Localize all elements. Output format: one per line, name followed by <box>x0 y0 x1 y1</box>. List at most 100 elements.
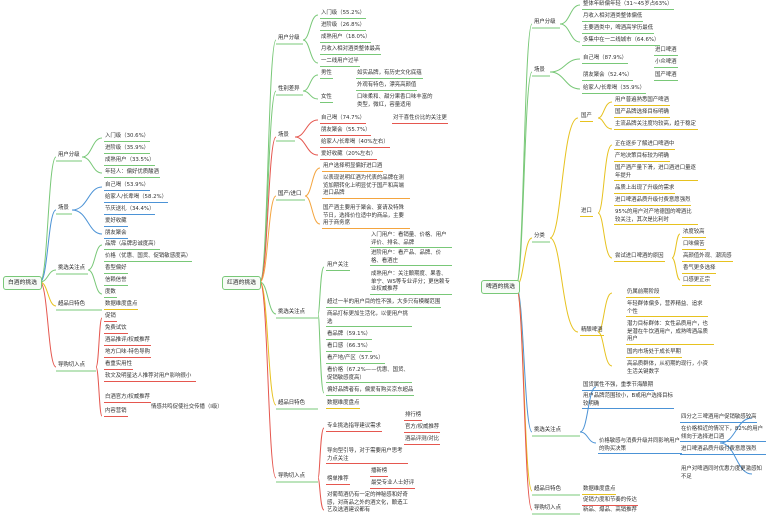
leaf: 导向型引导，对于需要用户思考力点关注 <box>326 448 408 465</box>
leaf: 浓度较高 <box>682 229 706 238</box>
leaf: 主要酒类中，啤酒高学历最低 <box>582 25 655 34</box>
leaf: 仍属前期阶段 <box>626 289 661 298</box>
leaf: 用户选择明显偏好进口酒 <box>322 163 384 172</box>
leaf: 成熟用户：关注酿期度、果香、单宁、WS等专业评分；更信赖专业权威推荐 <box>370 271 452 295</box>
leaf: 潜力目标群体：女性品质用户，也是潜在牛饮酒用户，成熟啤酒品质用户 <box>626 321 714 345</box>
leaf: 超过一半的用户目的性不强，大多只有模糊范围 <box>326 299 442 308</box>
leaf: 朋友聚会 <box>104 230 128 239</box>
leaf: 爱好收藏 <box>104 218 128 227</box>
leaf: 专业挑选指导建议需求 <box>326 423 382 432</box>
leaf: 酒品推评/权威推荐 <box>104 337 151 346</box>
leaf: 在价格相近的情况下，82%的用户倾向于选择进口酒 <box>680 426 766 443</box>
branch-origin[interactable]: 国产/进口 <box>278 191 302 197</box>
branch-focus[interactable]: 挑选关注点 <box>58 265 85 271</box>
leaf: 价格敏感与消费升级并同影响用户的购买决策 <box>598 438 682 455</box>
branch-focus[interactable]: 挑选关注点 <box>278 309 305 315</box>
branch-user-level[interactable]: 用户分级 <box>534 19 556 25</box>
leaf: 用户普遍熟悉国产啤酒 <box>614 97 670 106</box>
leaf: 国内市场处于成长早期 <box>626 349 682 358</box>
leaf: 价格（优惠、国货、促销敏感度高） <box>104 253 193 262</box>
leaf: 数据维度盘点 <box>104 301 139 310</box>
leaf: 进口啤酒品质升级付费意愿强烈 <box>680 446 766 455</box>
leaf: 主流品牌关注度均较高，趋于稳定 <box>614 121 698 130</box>
leaf: 信赖信誉 <box>104 277 128 286</box>
leaf: 新品、爆品、高销推荐 <box>583 507 637 513</box>
leaf: 精酿啤酒 <box>580 327 604 336</box>
leaf: 朋友聚会（55.7%） <box>320 127 372 136</box>
branch-superday[interactable]: 超品日特色 <box>278 400 305 406</box>
branch-user-level[interactable]: 用户分级 <box>278 35 300 41</box>
leaf: 男性 <box>320 70 333 79</box>
leaf: 国产品牌选择目标明确 <box>614 109 670 118</box>
leaf: 进阶级（26.8%） <box>320 22 367 31</box>
leaf: 小众啤酒 <box>654 59 678 68</box>
leaf: 酒品评测/对比 <box>404 436 441 445</box>
leaf: 口味柔和、甜分果香口味丰富的类型，微红，容量适用 <box>357 94 433 108</box>
leaf: 国产酒产量下滑，进口酒进口量逐年提升 <box>614 165 698 182</box>
leaf: 品牌（品牌忠诚度高） <box>104 241 160 250</box>
branch-category[interactable]: 分类 <box>534 233 545 239</box>
leaf: 国货属性不强，重季节海酿期 <box>582 382 655 391</box>
leaf: 成熟用户（33.5%） <box>104 157 156 166</box>
leaf: 看重实用性 <box>104 361 133 370</box>
leaf: 内容营销 <box>104 408 128 417</box>
leaf: 度数 <box>104 289 117 298</box>
leaf: 进口啤酒 <box>654 47 678 56</box>
leaf: 播新榜 <box>370 468 389 477</box>
leaf: 促销力度和节奏的传达 <box>582 497 638 506</box>
leaf: 看口感（66.3%） <box>326 343 373 352</box>
branch-superday[interactable]: 超品日特色 <box>58 301 85 307</box>
leaf: 偏好品牌者有，偏爱有购买京东超品 <box>326 387 415 396</box>
leaf: 情感共鸣促使社交传播（Ⅰ级） <box>151 404 223 410</box>
leaf: 官方/权威推荐 <box>404 424 441 433</box>
leaf: 自己喝（87.9%） <box>582 55 629 64</box>
leaf: 软文及明星达人推荐对用户影响很小 <box>104 373 196 382</box>
leaf: 一二线用户过半 <box>320 58 360 67</box>
leaf: 95%的用户对产地德国的啤酒比较关注，其次是比利时 <box>614 209 698 226</box>
map-root-wine[interactable]: 红酒的挑选 <box>222 276 261 290</box>
leaf: 看品牌（59.1%） <box>326 331 373 340</box>
leaf: 白酒官方/权威推荐 <box>104 394 151 403</box>
leaf: 尝试进口啤酒的原因 <box>614 253 665 262</box>
branch-guide[interactable]: 导购切入点 <box>278 473 305 479</box>
branch-user-level[interactable]: 用户分级 <box>58 152 80 158</box>
leaf: 月收入相对酒类整体偏低 <box>582 13 644 22</box>
leaf: 地方口味-特色导购 <box>104 349 152 358</box>
branch-scene[interactable]: 场景 <box>534 67 545 73</box>
leaf: 以表现说明红酒为代表的品牌在测览加期转化上明显优于国产和高端进口品牌 <box>322 175 410 199</box>
leaf: 进阶用户：看产品、品牌、价格、看酒庄 <box>370 250 452 267</box>
leaf: 自己喝（53.9%） <box>104 182 151 191</box>
branch-scene[interactable]: 场景 <box>278 132 289 138</box>
map-root-beer[interactable]: 啤酒的挑选 <box>481 280 520 294</box>
branch-gender[interactable]: 性别差异 <box>278 86 300 92</box>
branch-guide[interactable]: 导购切入点 <box>534 505 561 511</box>
leaf: 外观有特色，漂亮高颜值 <box>356 82 418 91</box>
leaf: 进阶级（35.9%） <box>104 145 151 154</box>
leaf: 女性 <box>320 94 333 103</box>
leaf: 高颜值外观、潮流感 <box>682 253 733 262</box>
leaf: 入门级（55.2%） <box>320 10 367 19</box>
leaf: 进口啤酒品质升级付费意愿强烈 <box>614 197 692 206</box>
leaf: 成熟用户（18.0%） <box>320 34 372 43</box>
branch-scene[interactable]: 场景 <box>58 205 69 211</box>
leaf: 多集中在一二线城市（64.6%） <box>582 37 661 46</box>
leaf: 看价格（67.2%——优惠、国货、促销敏感度高） <box>326 367 412 384</box>
leaf: 免费试饮 <box>104 325 128 334</box>
leaf: 爱好收藏（20%左右） <box>320 151 378 160</box>
branch-guide[interactable]: 导购切入点 <box>58 362 85 368</box>
leaf: 节庆送礼（34.4%） <box>104 206 156 215</box>
leaf: 榜单推荐 <box>326 476 350 485</box>
leaf: 入门用户：看销量、价格、用户评价、排名、品牌 <box>370 232 452 249</box>
leaf: 数据维度盘点 <box>326 400 361 409</box>
branch-focus[interactable]: 挑选关注点 <box>534 427 561 433</box>
leaf: 高品质群体，从初期的现行，小资生活关键数字 <box>627 361 708 375</box>
map-root-baijiu[interactable]: 白酒的挑选 <box>3 276 42 290</box>
leaf: 给家人/长辈喝（35.9%） <box>582 85 647 94</box>
leaf: 给家人/长辈喝（58.2%） <box>104 194 169 203</box>
leaf: 促销 <box>104 313 117 322</box>
branch-superday[interactable]: 超品日特色 <box>534 486 561 492</box>
leaf: 口味偏苦 <box>682 241 706 250</box>
leaf: 数据维度盘点 <box>582 486 617 495</box>
leaf: 香型偏好 <box>104 265 128 274</box>
